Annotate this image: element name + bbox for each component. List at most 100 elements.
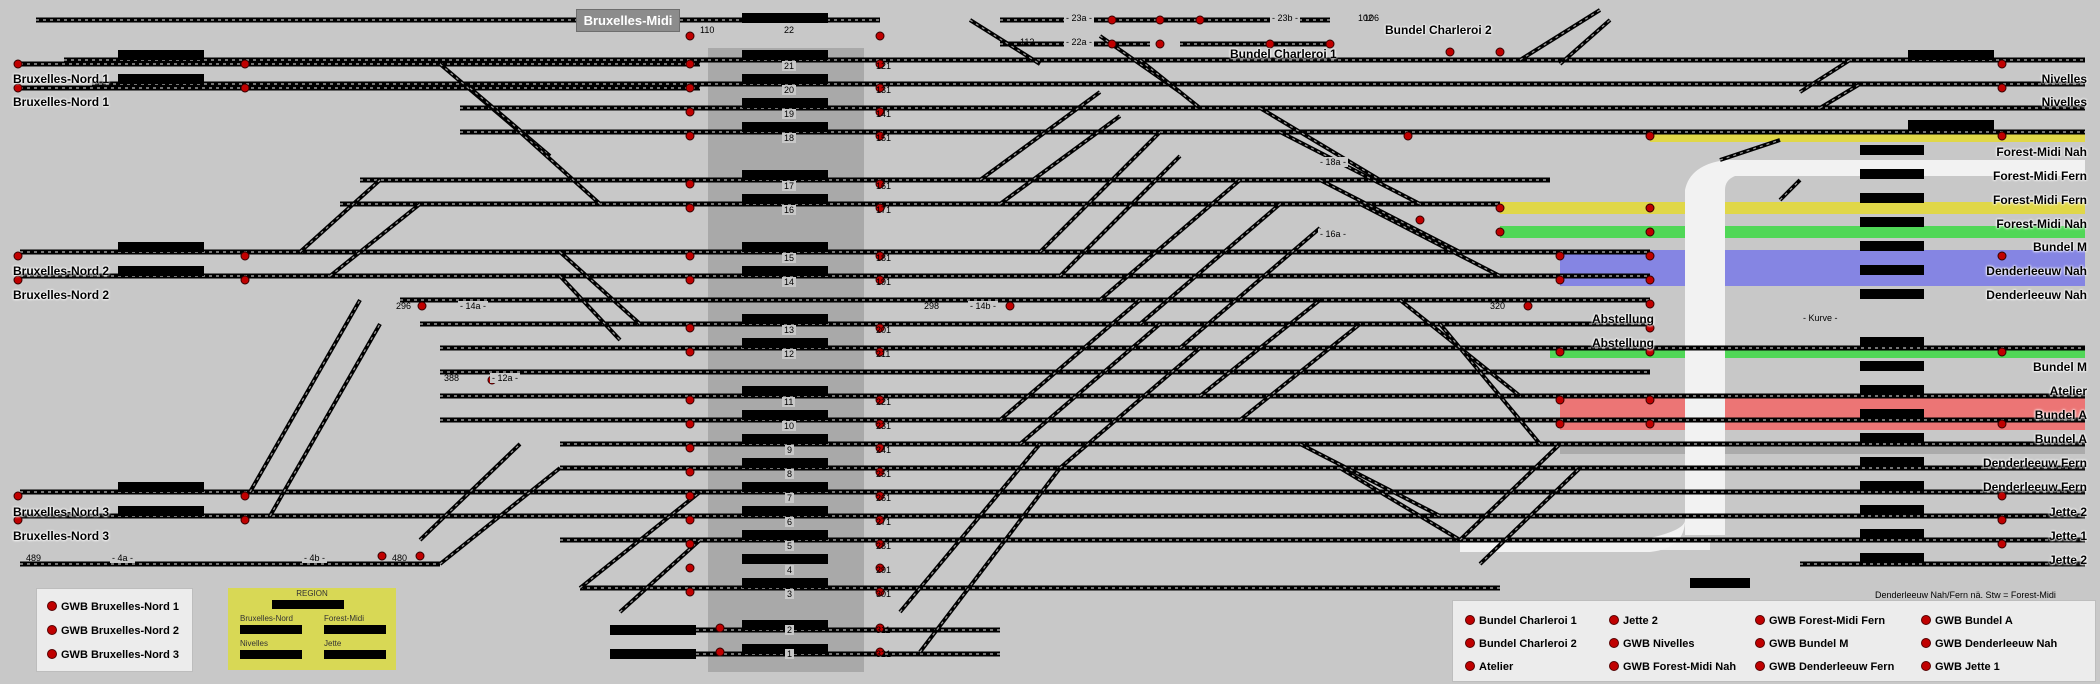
legend-bundel-charleroi-2[interactable]: Bundel Charleroi 2 bbox=[1465, 638, 1577, 650]
signal-light[interactable] bbox=[875, 587, 885, 597]
signal-light[interactable] bbox=[875, 419, 885, 429]
signal-light[interactable] bbox=[875, 347, 885, 357]
signal-light[interactable] bbox=[1555, 419, 1565, 429]
signal-light[interactable] bbox=[13, 491, 23, 501]
signal-block[interactable] bbox=[1860, 433, 1924, 443]
signal-block[interactable] bbox=[1860, 553, 1924, 563]
switch-crossover[interactable] bbox=[1359, 203, 1501, 277]
switch-crossover[interactable] bbox=[559, 275, 621, 341]
signal-light[interactable] bbox=[875, 491, 885, 501]
signal-block[interactable] bbox=[742, 434, 828, 444]
signal-light[interactable] bbox=[1555, 275, 1565, 285]
signal-light[interactable] bbox=[685, 31, 695, 41]
signal-block[interactable] bbox=[1908, 120, 1994, 130]
track-21[interactable]: 21 bbox=[782, 61, 797, 71]
track-4[interactable]: 4 bbox=[785, 565, 795, 575]
signal-light[interactable] bbox=[1005, 301, 1015, 311]
signal-block[interactable] bbox=[1860, 385, 1924, 395]
signal-light[interactable] bbox=[377, 551, 387, 561]
curve-track[interactable] bbox=[1460, 520, 1685, 552]
signal-block[interactable] bbox=[610, 625, 696, 635]
track-10[interactable]: 10 bbox=[782, 421, 797, 431]
gwb-bruxelles-nord-3[interactable]: GWB Bruxelles-Nord 3 bbox=[47, 649, 179, 661]
signal-light[interactable] bbox=[13, 275, 23, 285]
switch-crossover[interactable] bbox=[419, 443, 521, 541]
signal-light[interactable] bbox=[875, 623, 885, 633]
switch-crossover[interactable] bbox=[1059, 347, 1201, 469]
signal-light[interactable] bbox=[875, 203, 885, 213]
signal-light[interactable] bbox=[1645, 275, 1655, 285]
track-15[interactable]: 15 bbox=[782, 253, 797, 263]
signal-light[interactable] bbox=[685, 131, 695, 141]
signal-block[interactable] bbox=[742, 50, 828, 60]
signal-block[interactable] bbox=[1908, 50, 1994, 60]
signal-block[interactable] bbox=[1860, 193, 1924, 203]
signal-block[interactable] bbox=[118, 50, 204, 60]
signal-light[interactable] bbox=[1555, 347, 1565, 357]
signal-light[interactable] bbox=[240, 491, 250, 501]
signal-light[interactable] bbox=[875, 539, 885, 549]
region-block[interactable] bbox=[324, 625, 386, 634]
signal-light[interactable] bbox=[1523, 301, 1533, 311]
signal-light[interactable] bbox=[1445, 47, 1455, 57]
signal-light[interactable] bbox=[1997, 491, 2007, 501]
legend-jette-2[interactable]: Jette 2 bbox=[1609, 615, 1658, 627]
signal-light[interactable] bbox=[1495, 203, 1505, 213]
switch-crossover[interactable] bbox=[1199, 299, 1321, 397]
track-22a[interactable]: - 22a - bbox=[1064, 37, 1095, 47]
signal-light[interactable] bbox=[1155, 39, 1165, 49]
signal-light[interactable] bbox=[715, 623, 725, 633]
signal-block[interactable] bbox=[1860, 241, 1924, 251]
signal-block[interactable] bbox=[118, 266, 204, 276]
signal-block[interactable] bbox=[742, 194, 828, 204]
track-3[interactable]: 3 bbox=[785, 589, 795, 599]
signal-block[interactable] bbox=[742, 98, 828, 108]
signal-light[interactable] bbox=[1265, 39, 1275, 49]
region-block[interactable] bbox=[240, 625, 302, 634]
tracks[interactable] bbox=[20, 17, 2085, 657]
signal-light[interactable] bbox=[13, 515, 23, 525]
switch-crossover[interactable] bbox=[268, 323, 382, 517]
signal-block[interactable] bbox=[1860, 361, 1924, 371]
signal-light[interactable] bbox=[875, 131, 885, 141]
track-6[interactable]: 6 bbox=[785, 517, 795, 527]
track-16a[interactable]: - 16a - bbox=[1318, 229, 1349, 239]
gwb-bruxelles-nord-2[interactable]: GWB Bruxelles-Nord 2 bbox=[47, 625, 179, 637]
signal-light[interactable] bbox=[875, 275, 885, 285]
switch-crossover[interactable] bbox=[439, 467, 561, 565]
switch-crossover[interactable] bbox=[1479, 467, 1581, 565]
switch-crossover[interactable] bbox=[1439, 323, 1541, 445]
signal-block[interactable] bbox=[118, 482, 204, 492]
track-5[interactable]: 5 bbox=[785, 541, 795, 551]
signal-block[interactable] bbox=[742, 266, 828, 276]
signal-light[interactable] bbox=[415, 551, 425, 561]
signal-light[interactable] bbox=[1645, 299, 1655, 309]
switch-crossover[interactable] bbox=[1819, 83, 1861, 109]
region-block[interactable] bbox=[240, 650, 302, 659]
signal-block[interactable] bbox=[118, 242, 204, 252]
signal-light[interactable] bbox=[13, 59, 23, 69]
signal-light[interactable] bbox=[417, 301, 427, 311]
track-2[interactable]: 2 bbox=[785, 625, 795, 635]
signal-light[interactable] bbox=[240, 59, 250, 69]
signal-light[interactable] bbox=[240, 275, 250, 285]
signal-block[interactable] bbox=[742, 506, 828, 516]
signal-block[interactable] bbox=[742, 314, 828, 324]
signal-light[interactable] bbox=[1645, 131, 1655, 141]
signal-light[interactable] bbox=[875, 179, 885, 189]
track-13[interactable]: 13 bbox=[782, 325, 797, 335]
signal-block[interactable] bbox=[1860, 289, 1924, 299]
signal-light[interactable] bbox=[1107, 15, 1117, 25]
signal-light[interactable] bbox=[240, 83, 250, 93]
switch-crossover[interactable] bbox=[1059, 155, 1181, 277]
track-23a[interactable]: - 23a - bbox=[1064, 13, 1095, 23]
signal-light[interactable] bbox=[685, 251, 695, 261]
signal-light[interactable] bbox=[1645, 203, 1655, 213]
signal-block[interactable] bbox=[742, 13, 828, 23]
track-4a[interactable]: - 4a - bbox=[110, 553, 136, 563]
signal-light[interactable] bbox=[875, 323, 885, 333]
switch-crossover[interactable] bbox=[1779, 179, 1801, 201]
signal-light[interactable] bbox=[1645, 251, 1655, 261]
switch-crossover[interactable] bbox=[1039, 131, 1161, 253]
